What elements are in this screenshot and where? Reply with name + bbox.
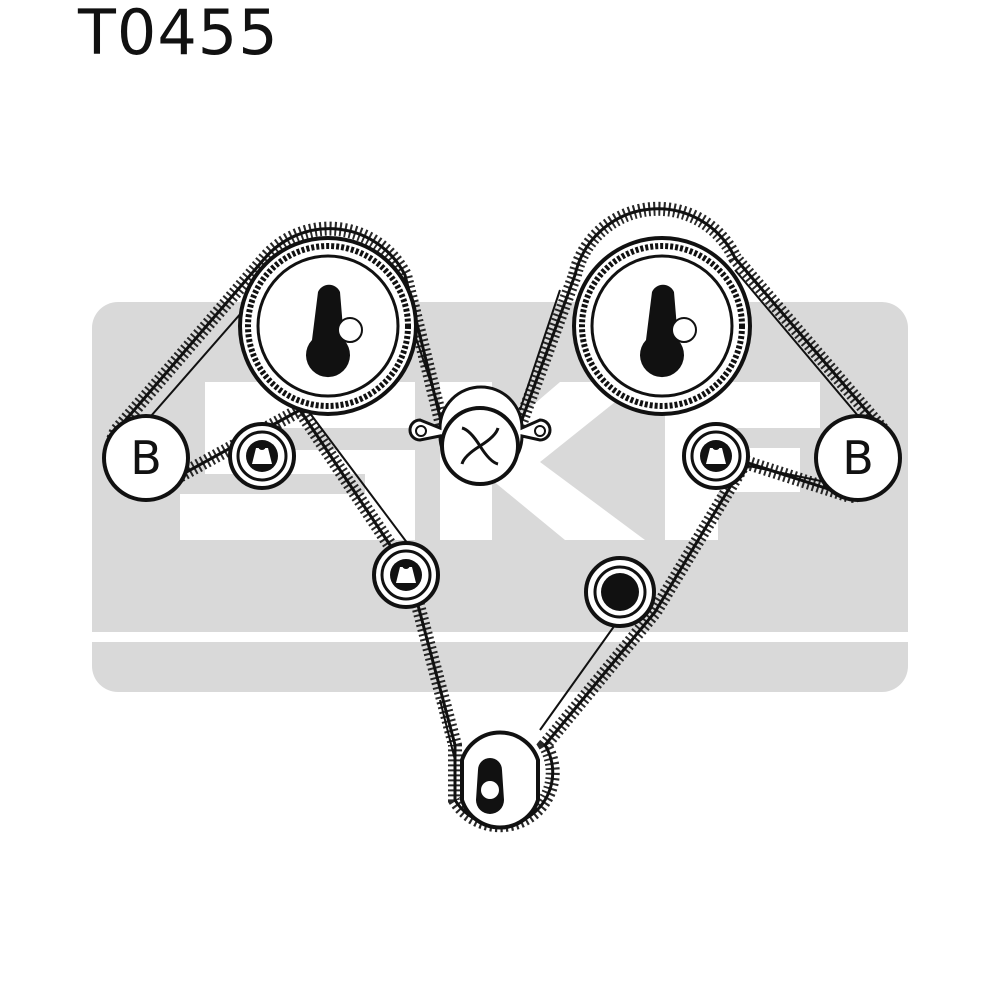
tensioner-pulley-left-lower xyxy=(372,541,440,609)
tensioner-pulley-right-upper xyxy=(682,422,750,490)
crankshaft-pulley xyxy=(460,730,540,830)
camshaft-pulley-left xyxy=(238,236,418,416)
skf-watermark xyxy=(92,302,908,692)
balance-pulley-right: B xyxy=(814,414,902,502)
water-pump-pulley xyxy=(408,385,552,486)
timing-belt xyxy=(104,201,898,833)
tensioner-pulley-left-upper xyxy=(228,422,296,490)
balance-pulley-right-label: B xyxy=(842,431,874,485)
balance-pulley-left: B xyxy=(102,414,190,502)
belt-inner-edge xyxy=(129,269,871,761)
idler-pulley-right-lower xyxy=(584,556,656,628)
camshaft-pulley-right xyxy=(572,236,752,416)
part-code-title: T0455 xyxy=(78,0,279,69)
balance-pulley-left-label: B xyxy=(130,431,162,485)
